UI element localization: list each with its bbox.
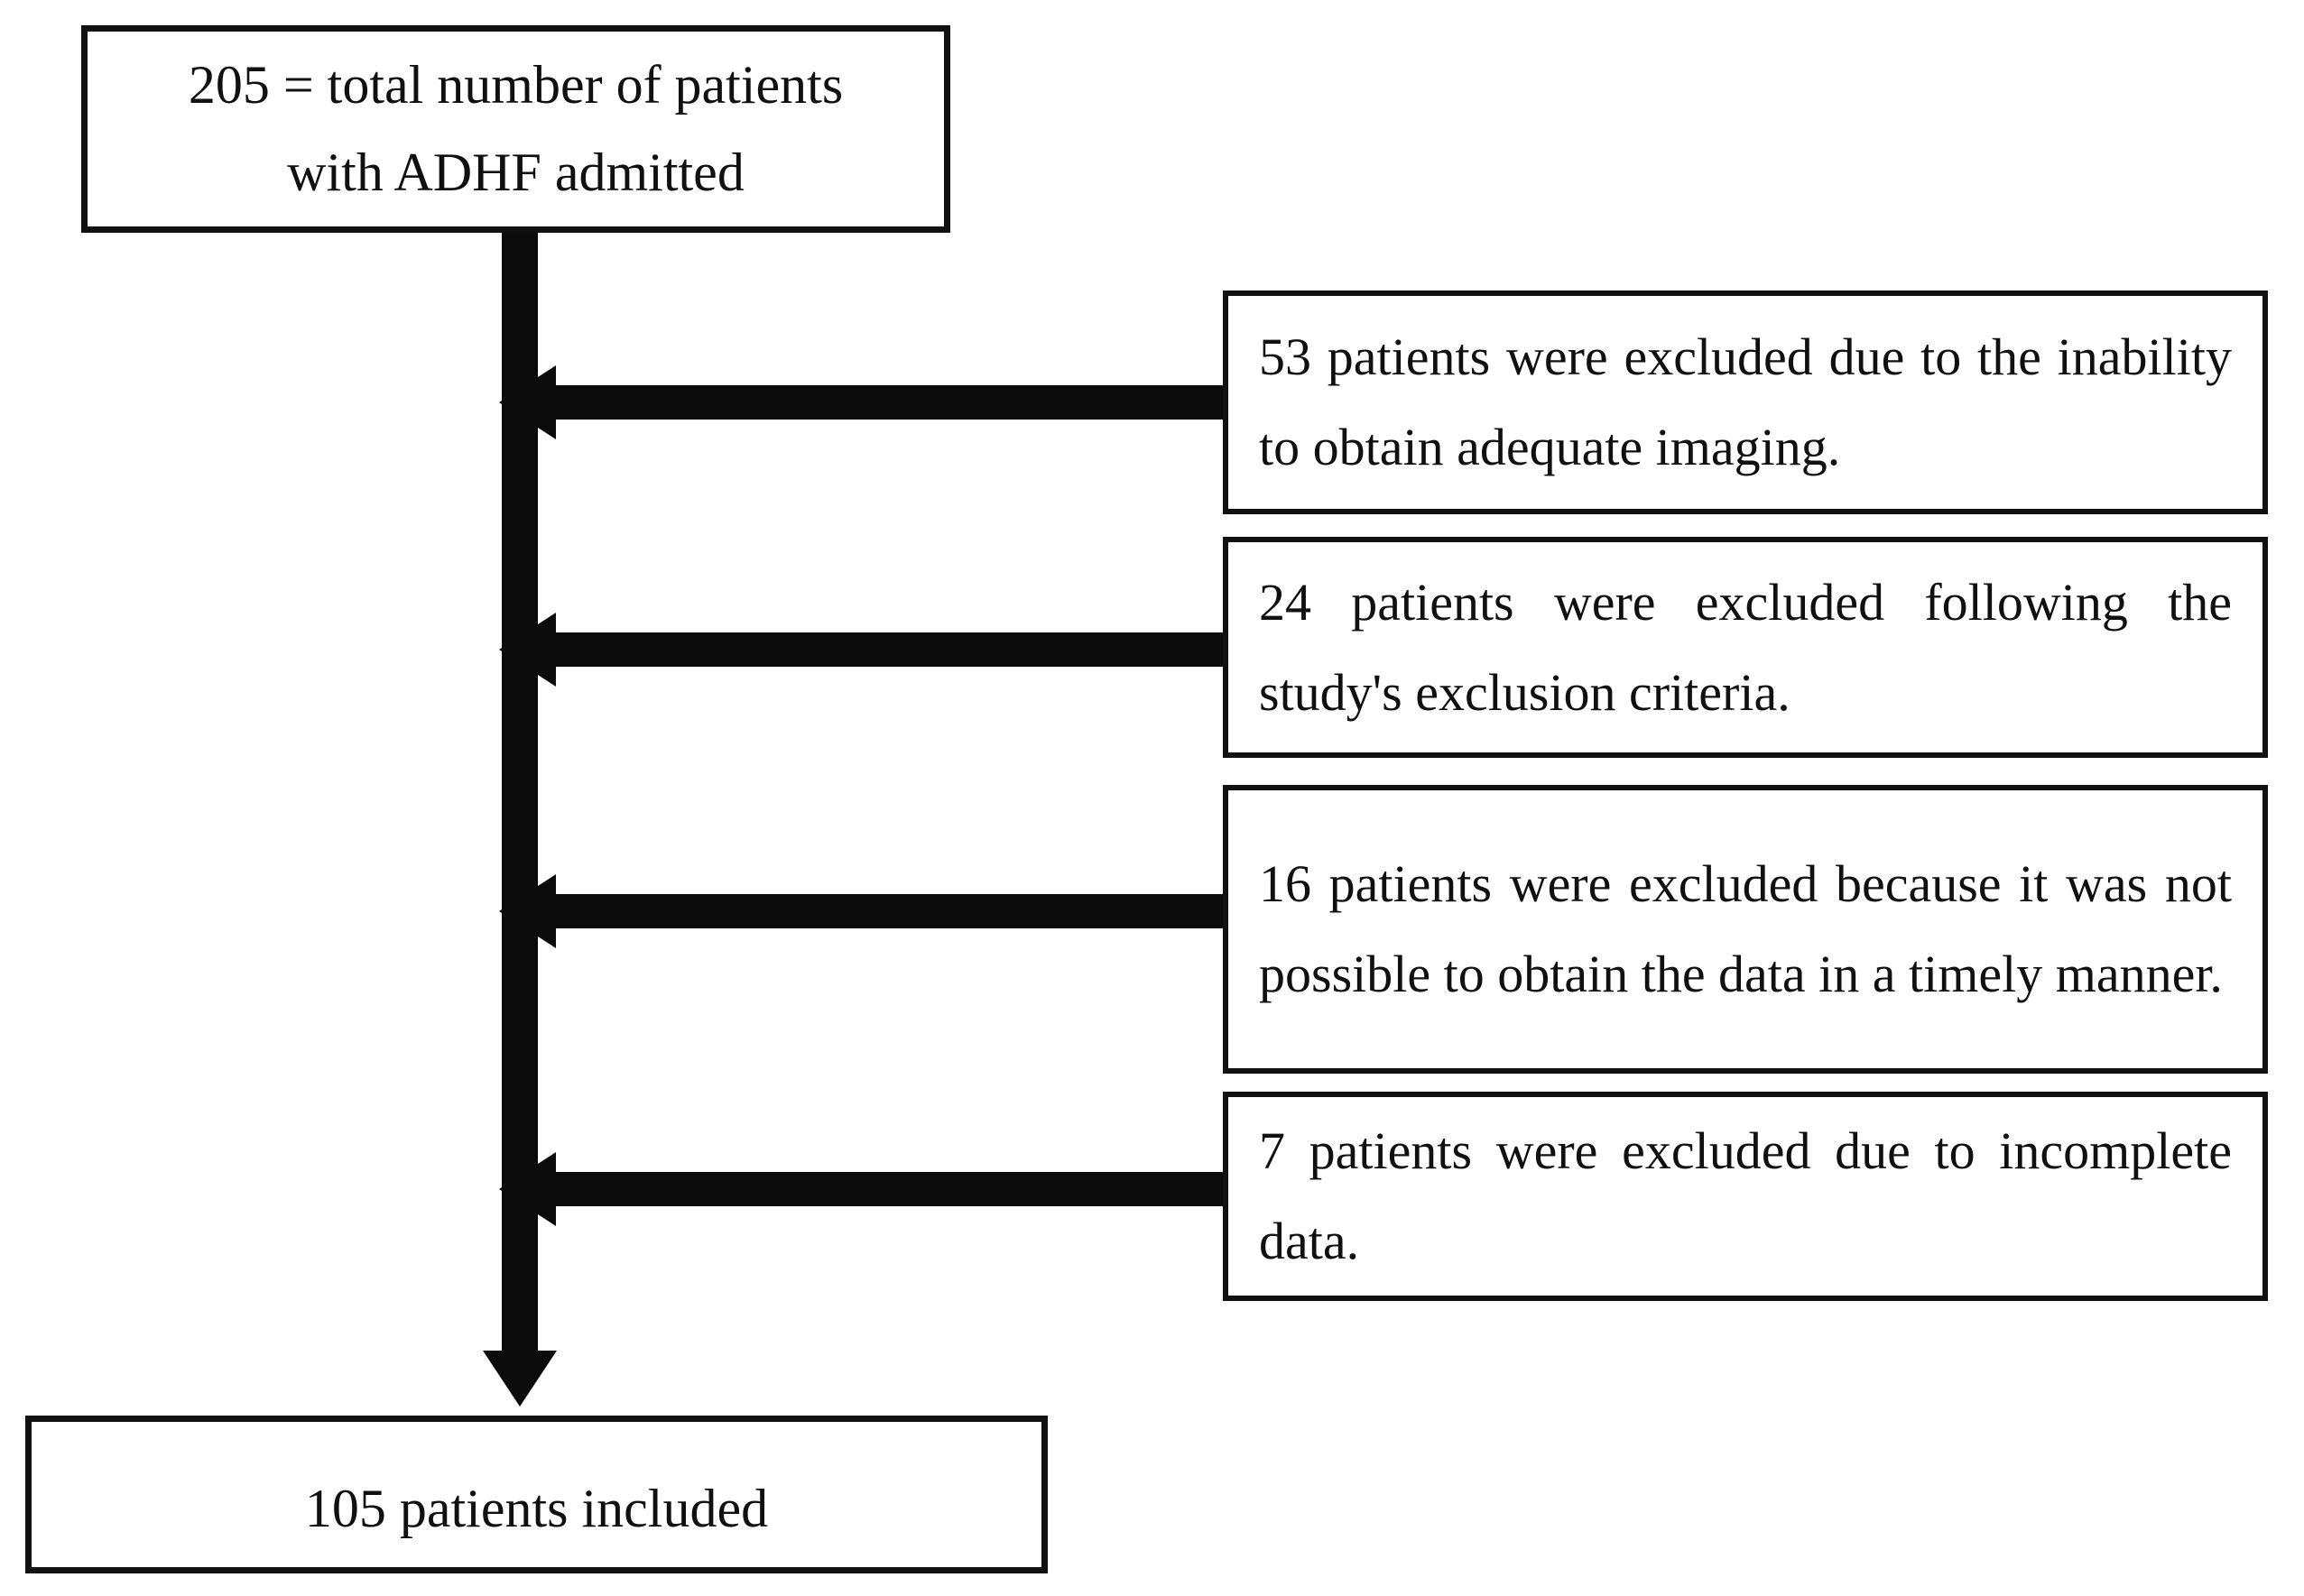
exclusion-box-2: 24 patients were excluded following the … bbox=[1223, 537, 2268, 758]
exclusion-arrow-1 bbox=[499, 365, 1226, 439]
left-arrowhead-icon bbox=[499, 365, 556, 439]
exclusion-box-3-text: 16 patients were excluded because it was… bbox=[1259, 854, 2232, 1003]
arrow-shaft bbox=[555, 1172, 1226, 1206]
exclusion-box-3: 16 patients were excluded because it was… bbox=[1223, 785, 2268, 1074]
arrow-shaft bbox=[555, 632, 1226, 667]
flow-spine-down-arrowhead-icon bbox=[483, 1351, 557, 1407]
arrow-shaft bbox=[555, 894, 1226, 928]
included-node-text: 105 patients included bbox=[304, 1479, 769, 1538]
left-arrowhead-icon bbox=[499, 874, 556, 948]
exclusion-arrow-3 bbox=[499, 874, 1226, 948]
exclusion-arrow-2 bbox=[499, 613, 1226, 687]
included-node-box: 105 patients included bbox=[25, 1416, 1048, 1573]
arrow-shaft bbox=[555, 385, 1226, 420]
left-arrowhead-icon bbox=[499, 1152, 556, 1226]
exclusion-box-2-text: 24 patients were excluded following the … bbox=[1259, 572, 2232, 722]
exclusion-box-1: 53 patients were excluded due to the ina… bbox=[1223, 291, 2268, 514]
left-arrowhead-icon bbox=[499, 613, 556, 687]
exclusion-arrow-4 bbox=[499, 1152, 1226, 1226]
exclusion-box-4-text: 7 patients were excluded due to incomple… bbox=[1259, 1121, 2232, 1270]
exclusion-box-4: 7 patients were excluded due to incomple… bbox=[1223, 1092, 2268, 1301]
exclusion-box-1-text: 53 patients were excluded due to the ina… bbox=[1259, 328, 2232, 476]
